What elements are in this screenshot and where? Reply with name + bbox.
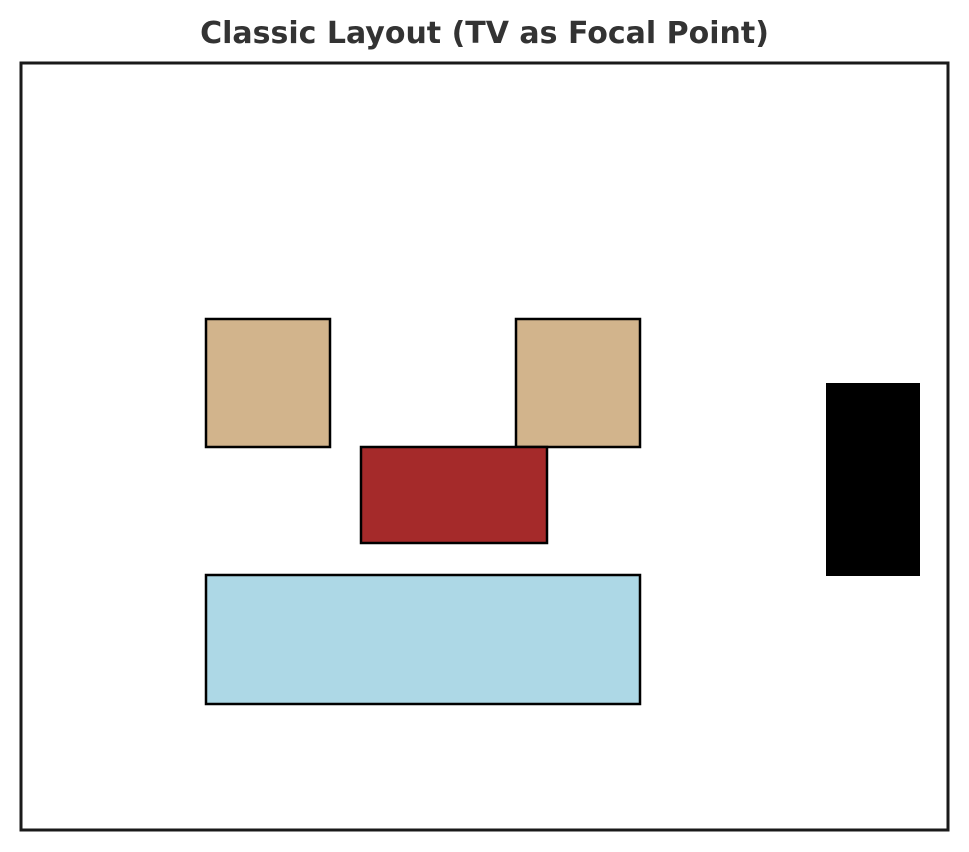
- coffee-table: [359, 445, 549, 545]
- armchair-right: [514, 317, 642, 449]
- furniture-layer: [204, 317, 920, 706]
- armchair-left: [204, 317, 332, 449]
- tv: [826, 383, 920, 576]
- room-outline: [19, 61, 950, 832]
- sofa: [204, 573, 642, 706]
- diagram-title: Classic Layout (TV as Focal Point): [200, 16, 769, 51]
